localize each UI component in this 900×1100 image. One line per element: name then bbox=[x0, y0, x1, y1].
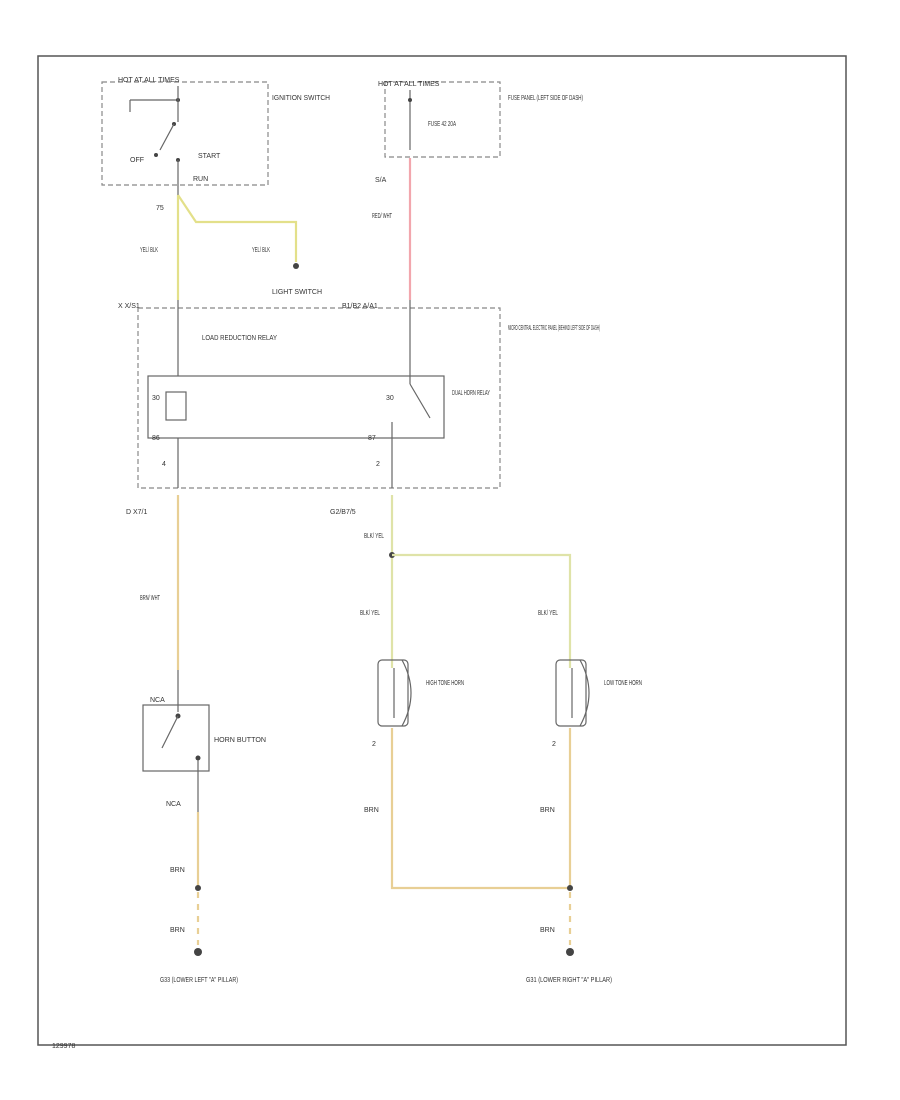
ignition-run-label: RUN bbox=[193, 176, 208, 183]
wire-label-brn-2: BRN bbox=[170, 927, 185, 934]
horn-relay-label: DUAL HORN RELAY bbox=[452, 390, 490, 397]
horn-button-bottom-conn-label: NCA bbox=[166, 801, 181, 808]
left-splice-node bbox=[195, 885, 201, 891]
diagram-frame bbox=[37, 55, 847, 1046]
load-relay-label: LOAD REDUCTION RELAY bbox=[202, 335, 277, 342]
fuse-panel-label: FUSE PANEL (LEFT SIDE OF DASH) bbox=[508, 95, 583, 102]
pin-86-label: 86 bbox=[152, 435, 160, 442]
fuse-node bbox=[408, 98, 412, 102]
wire-label-blk-yel-1: BLK/ YEL bbox=[364, 533, 384, 540]
diagram-id-label: 129978 bbox=[52, 1043, 75, 1050]
wire-label-brn-4: BRN bbox=[540, 807, 555, 814]
ignition-start-label: START bbox=[198, 153, 221, 160]
ignition-switch-label: IGNITION SWITCH bbox=[272, 95, 330, 102]
high-horn-pin-label: 2 bbox=[372, 741, 376, 748]
out-right-label: G2/B7/5 bbox=[330, 509, 356, 516]
horn-button-label: HORN BUTTON bbox=[214, 737, 266, 744]
ground-left-symbol bbox=[194, 948, 202, 956]
ignition-switch-blade bbox=[159, 123, 175, 151]
wire-label-brn-3: BRN bbox=[364, 807, 379, 814]
wire-yel-blk-branch bbox=[177, 194, 298, 262]
wire-brn-3 bbox=[390, 728, 570, 890]
horn-button-box bbox=[142, 704, 210, 772]
relay-block bbox=[147, 375, 445, 439]
low-horn-label: LOW TONE HORN bbox=[604, 680, 642, 687]
load-relay-coil bbox=[165, 391, 187, 421]
wire-label-brn-5: BRN bbox=[540, 927, 555, 934]
low-horn-pin-label: 2 bbox=[552, 741, 556, 748]
ground-left-label: G33 (LOWER LEFT "A" PILLAR) bbox=[160, 977, 238, 984]
fuse-hot-label: HOT AT ALL TIMES bbox=[378, 81, 440, 88]
ground-right-symbol bbox=[566, 948, 574, 956]
horn-button-top-conn-label: NCA bbox=[150, 697, 165, 704]
wire-label-red-wht: RED/ WHT bbox=[372, 213, 392, 220]
conn-right-label: B1/B2 A/A1 bbox=[342, 303, 378, 310]
wire-label-yel-blk-1: YEL/ BLK bbox=[140, 247, 158, 254]
wire-label-yel-blk-2: YEL/ BLK bbox=[252, 247, 270, 254]
wire-label-blk-yel-2: BLK/ YEL bbox=[360, 610, 380, 617]
pin-30-left-label: 30 bbox=[152, 395, 160, 402]
pin-87-label: 87 bbox=[368, 435, 376, 442]
pin-30-right-label: 30 bbox=[386, 395, 394, 402]
yel-blk-endpoint bbox=[293, 263, 299, 269]
pin-4-label: 4 bbox=[162, 461, 166, 468]
ignition-off-label: OFF bbox=[130, 157, 144, 164]
ignition-term-label: 75 bbox=[156, 205, 164, 212]
fuse-panel-box bbox=[384, 81, 501, 158]
central-panel-box bbox=[137, 307, 501, 489]
fuse-label: FUSE 42 20A bbox=[428, 121, 456, 128]
light-switch-label: LIGHT SWITCH bbox=[272, 289, 322, 296]
wire-label-brn-wht: BRN/ WHT bbox=[140, 595, 160, 602]
ignition-off-contact bbox=[154, 153, 158, 157]
wire-blk-yel-branch bbox=[392, 553, 572, 668]
out-left-label: D X7/1 bbox=[126, 509, 148, 516]
fuse-term-label: S/A bbox=[375, 177, 387, 184]
wire-label-blk-yel-3: BLK/ YEL bbox=[538, 610, 558, 617]
ignition-hot-label: HOT AT ALL TIMES bbox=[118, 77, 180, 84]
ground-right-label: G31 (LOWER RIGHT "A" PILLAR) bbox=[526, 977, 612, 984]
pin-2-label: 2 bbox=[376, 461, 380, 468]
horn-button-bottom-contact bbox=[195, 755, 201, 761]
high-horn-label: HIGH TONE HORN bbox=[426, 680, 464, 687]
horn-button-blade bbox=[161, 715, 179, 749]
high-horn-body bbox=[377, 659, 409, 727]
low-horn-body bbox=[555, 659, 587, 727]
conn-left-label: X X/S1 bbox=[118, 303, 140, 310]
high-horn-bell bbox=[401, 659, 412, 727]
horn-relay-blade bbox=[409, 383, 431, 419]
wire-label-brn-1: BRN bbox=[170, 867, 185, 874]
ignition-switch-box bbox=[101, 81, 269, 186]
central-panel-label: MICRO CENTRAL ELECTRIC PANEL (BEHIND LEF… bbox=[508, 325, 600, 332]
low-horn-bell bbox=[579, 659, 590, 727]
right-splice-node bbox=[567, 885, 573, 891]
